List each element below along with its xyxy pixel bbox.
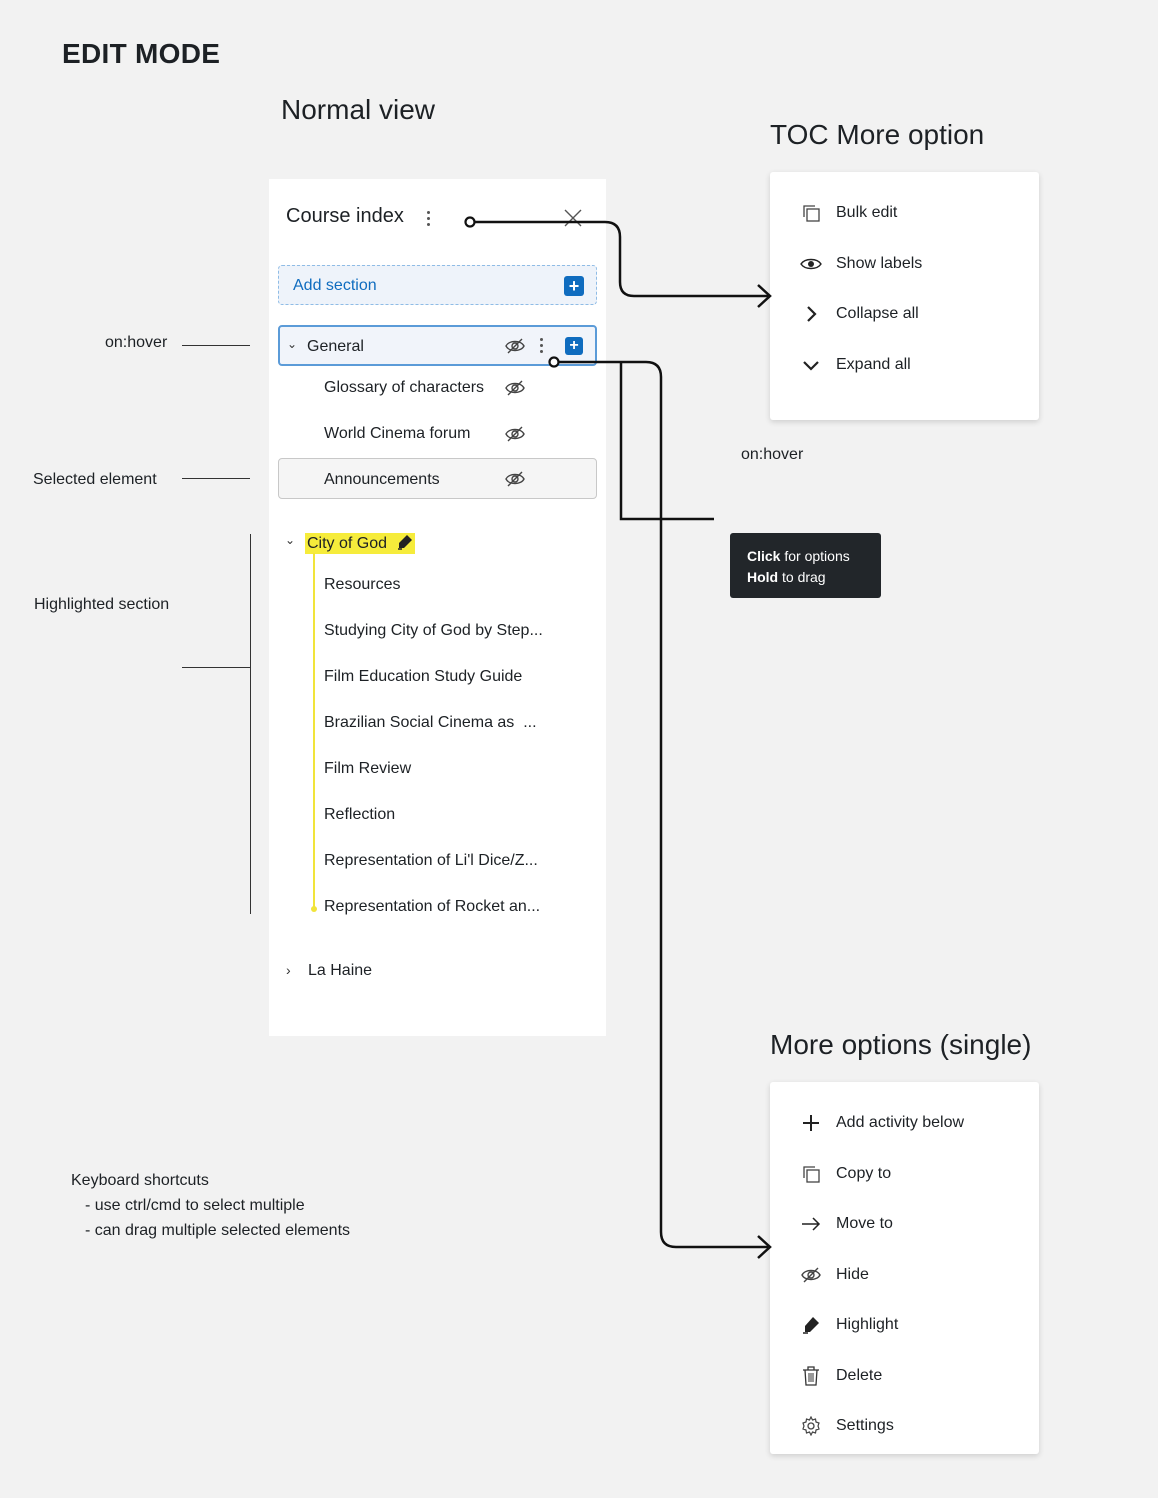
- eye-slash-icon: [505, 470, 525, 493]
- add-activity-plus-icon[interactable]: +: [565, 337, 583, 355]
- activity-item[interactable]: Representation of Rocket an...: [324, 898, 541, 915]
- chevron-right-icon: [800, 303, 822, 325]
- activity-item[interactable]: Resources: [324, 576, 401, 593]
- heading-more-options-single: More options (single): [770, 1029, 1032, 1060]
- eye-slash-icon: [505, 337, 525, 360]
- course-index-title: Course index: [286, 205, 404, 227]
- menu-item-add-activity-below[interactable]: Add activity below: [800, 1112, 964, 1134]
- menu-item-copy-to[interactable]: Copy to: [800, 1163, 891, 1185]
- activity-item-selected[interactable]: Announcements: [278, 458, 597, 499]
- annotation-line: [182, 667, 250, 668]
- menu-item-highlight[interactable]: Highlight: [800, 1314, 898, 1336]
- eye-slash-icon: [505, 425, 525, 448]
- copy-icon: [800, 1163, 822, 1185]
- chevron-down-icon[interactable]: ⌄: [285, 533, 296, 547]
- annotation-selected-element: Selected element: [33, 471, 157, 488]
- more-options-menu: Add activity below Copy to Move to Hide …: [770, 1082, 1039, 1454]
- toc-more-kebab-icon[interactable]: [427, 211, 431, 234]
- tooltip-line-2: Hold to drag: [747, 569, 826, 585]
- menu-item-expand-all[interactable]: Expand all: [800, 354, 911, 376]
- arrow-right-icon: [800, 1213, 822, 1235]
- activity-item[interactable]: Film Education Study Guide: [324, 668, 523, 685]
- menu-item-label: Settings: [836, 1417, 894, 1434]
- activity-item[interactable]: Film Review: [324, 760, 412, 777]
- section-kebab-icon[interactable]: [540, 338, 544, 361]
- annotation-on-hover: on:hover: [105, 334, 168, 351]
- menu-item-label: Highlight: [836, 1316, 899, 1333]
- activity-item[interactable]: Glossary of characters: [324, 379, 485, 396]
- section-title-highlighted[interactable]: City of God: [305, 533, 416, 554]
- eye-icon: [800, 253, 822, 275]
- heading-normal-view: Normal view: [281, 94, 436, 125]
- menu-item-label: Bulk edit: [836, 204, 898, 221]
- menu-item-bulk-edit[interactable]: Bulk edit: [800, 202, 897, 224]
- menu-item-label: Show labels: [836, 255, 923, 272]
- annotation-highlighted-section: Highlighted section: [34, 596, 170, 613]
- menu-item-label: Collapse all: [836, 305, 919, 322]
- section-general[interactable]: ⌄ General +: [278, 325, 597, 366]
- highlight-bar-end: [311, 906, 317, 912]
- plus-icon: [800, 1112, 822, 1134]
- annotation-on-hover: on:hover: [741, 446, 804, 463]
- eye-slash-icon: [505, 379, 525, 402]
- menu-item-label: Add activity below: [836, 1114, 965, 1131]
- menu-item-label: Delete: [836, 1367, 883, 1384]
- annotation-line: [182, 345, 250, 346]
- highlighter-icon: [398, 535, 413, 550]
- activity-item[interactable]: Studying City of God by Step...: [324, 622, 543, 639]
- menu-item-label: Hide: [836, 1266, 869, 1283]
- add-section-button[interactable]: Add section +: [278, 265, 597, 305]
- chevron-down-icon: [800, 354, 822, 376]
- section-title[interactable]: La Haine: [308, 962, 373, 979]
- copy-icon: [800, 202, 822, 224]
- highlight-bar: [313, 553, 315, 911]
- gear-icon: [800, 1415, 822, 1437]
- eye-slash-icon: [800, 1264, 822, 1286]
- course-index-panel: [269, 179, 606, 1036]
- tooltip-line-1: Click for options: [747, 548, 850, 564]
- menu-item-move-to[interactable]: Move to: [800, 1213, 893, 1235]
- menu-item-show-labels[interactable]: Show labels: [800, 253, 922, 275]
- close-icon[interactable]: [563, 208, 583, 228]
- activity-item[interactable]: World Cinema forum: [324, 425, 471, 442]
- activity-item[interactable]: Reflection: [324, 806, 396, 823]
- activity-item[interactable]: Brazilian Social Cinema as ...: [324, 714, 537, 731]
- keyboard-shortcuts-title: Keyboard shortcuts: [71, 1172, 209, 1189]
- keyboard-shortcut-line: - use ctrl/cmd to select multiple: [85, 1197, 305, 1214]
- menu-item-settings[interactable]: Settings: [800, 1415, 894, 1437]
- drag-tooltip: Click for options Hold to drag: [730, 533, 881, 598]
- add-section-label: Add section: [293, 277, 377, 294]
- menu-item-hide[interactable]: Hide: [800, 1264, 869, 1286]
- menu-item-collapse-all[interactable]: Collapse all: [800, 303, 919, 325]
- menu-item-label: Copy to: [836, 1165, 892, 1182]
- activity-item[interactable]: Representation of Li'l Dice/Z...: [324, 852, 538, 869]
- annotation-line: [182, 478, 250, 479]
- menu-item-label: Expand all: [836, 356, 911, 373]
- section-title[interactable]: General: [307, 338, 364, 355]
- annotation-bracket: [250, 534, 251, 914]
- toc-more-menu: Bulk edit Show labels Collapse all Expan…: [770, 172, 1039, 420]
- chevron-down-icon[interactable]: ⌄: [287, 337, 298, 351]
- chevron-right-icon[interactable]: ›: [286, 962, 291, 978]
- keyboard-shortcuts-note: Keyboard shortcuts - use ctrl/cmd to sel…: [71, 1168, 350, 1243]
- trash-icon: [800, 1365, 822, 1387]
- menu-item-delete[interactable]: Delete: [800, 1365, 882, 1387]
- activity-item-label: Announcements: [324, 471, 440, 488]
- section-title: City of God: [307, 535, 388, 552]
- keyboard-shortcut-line: - can drag multiple selected elements: [85, 1222, 351, 1239]
- menu-item-label: Move to: [836, 1215, 893, 1232]
- add-section-plus-icon[interactable]: +: [564, 276, 584, 296]
- heading-toc-more-option: TOC More option: [770, 119, 985, 150]
- highlighter-icon: [800, 1314, 822, 1336]
- page-title: EDIT MODE: [62, 38, 221, 69]
